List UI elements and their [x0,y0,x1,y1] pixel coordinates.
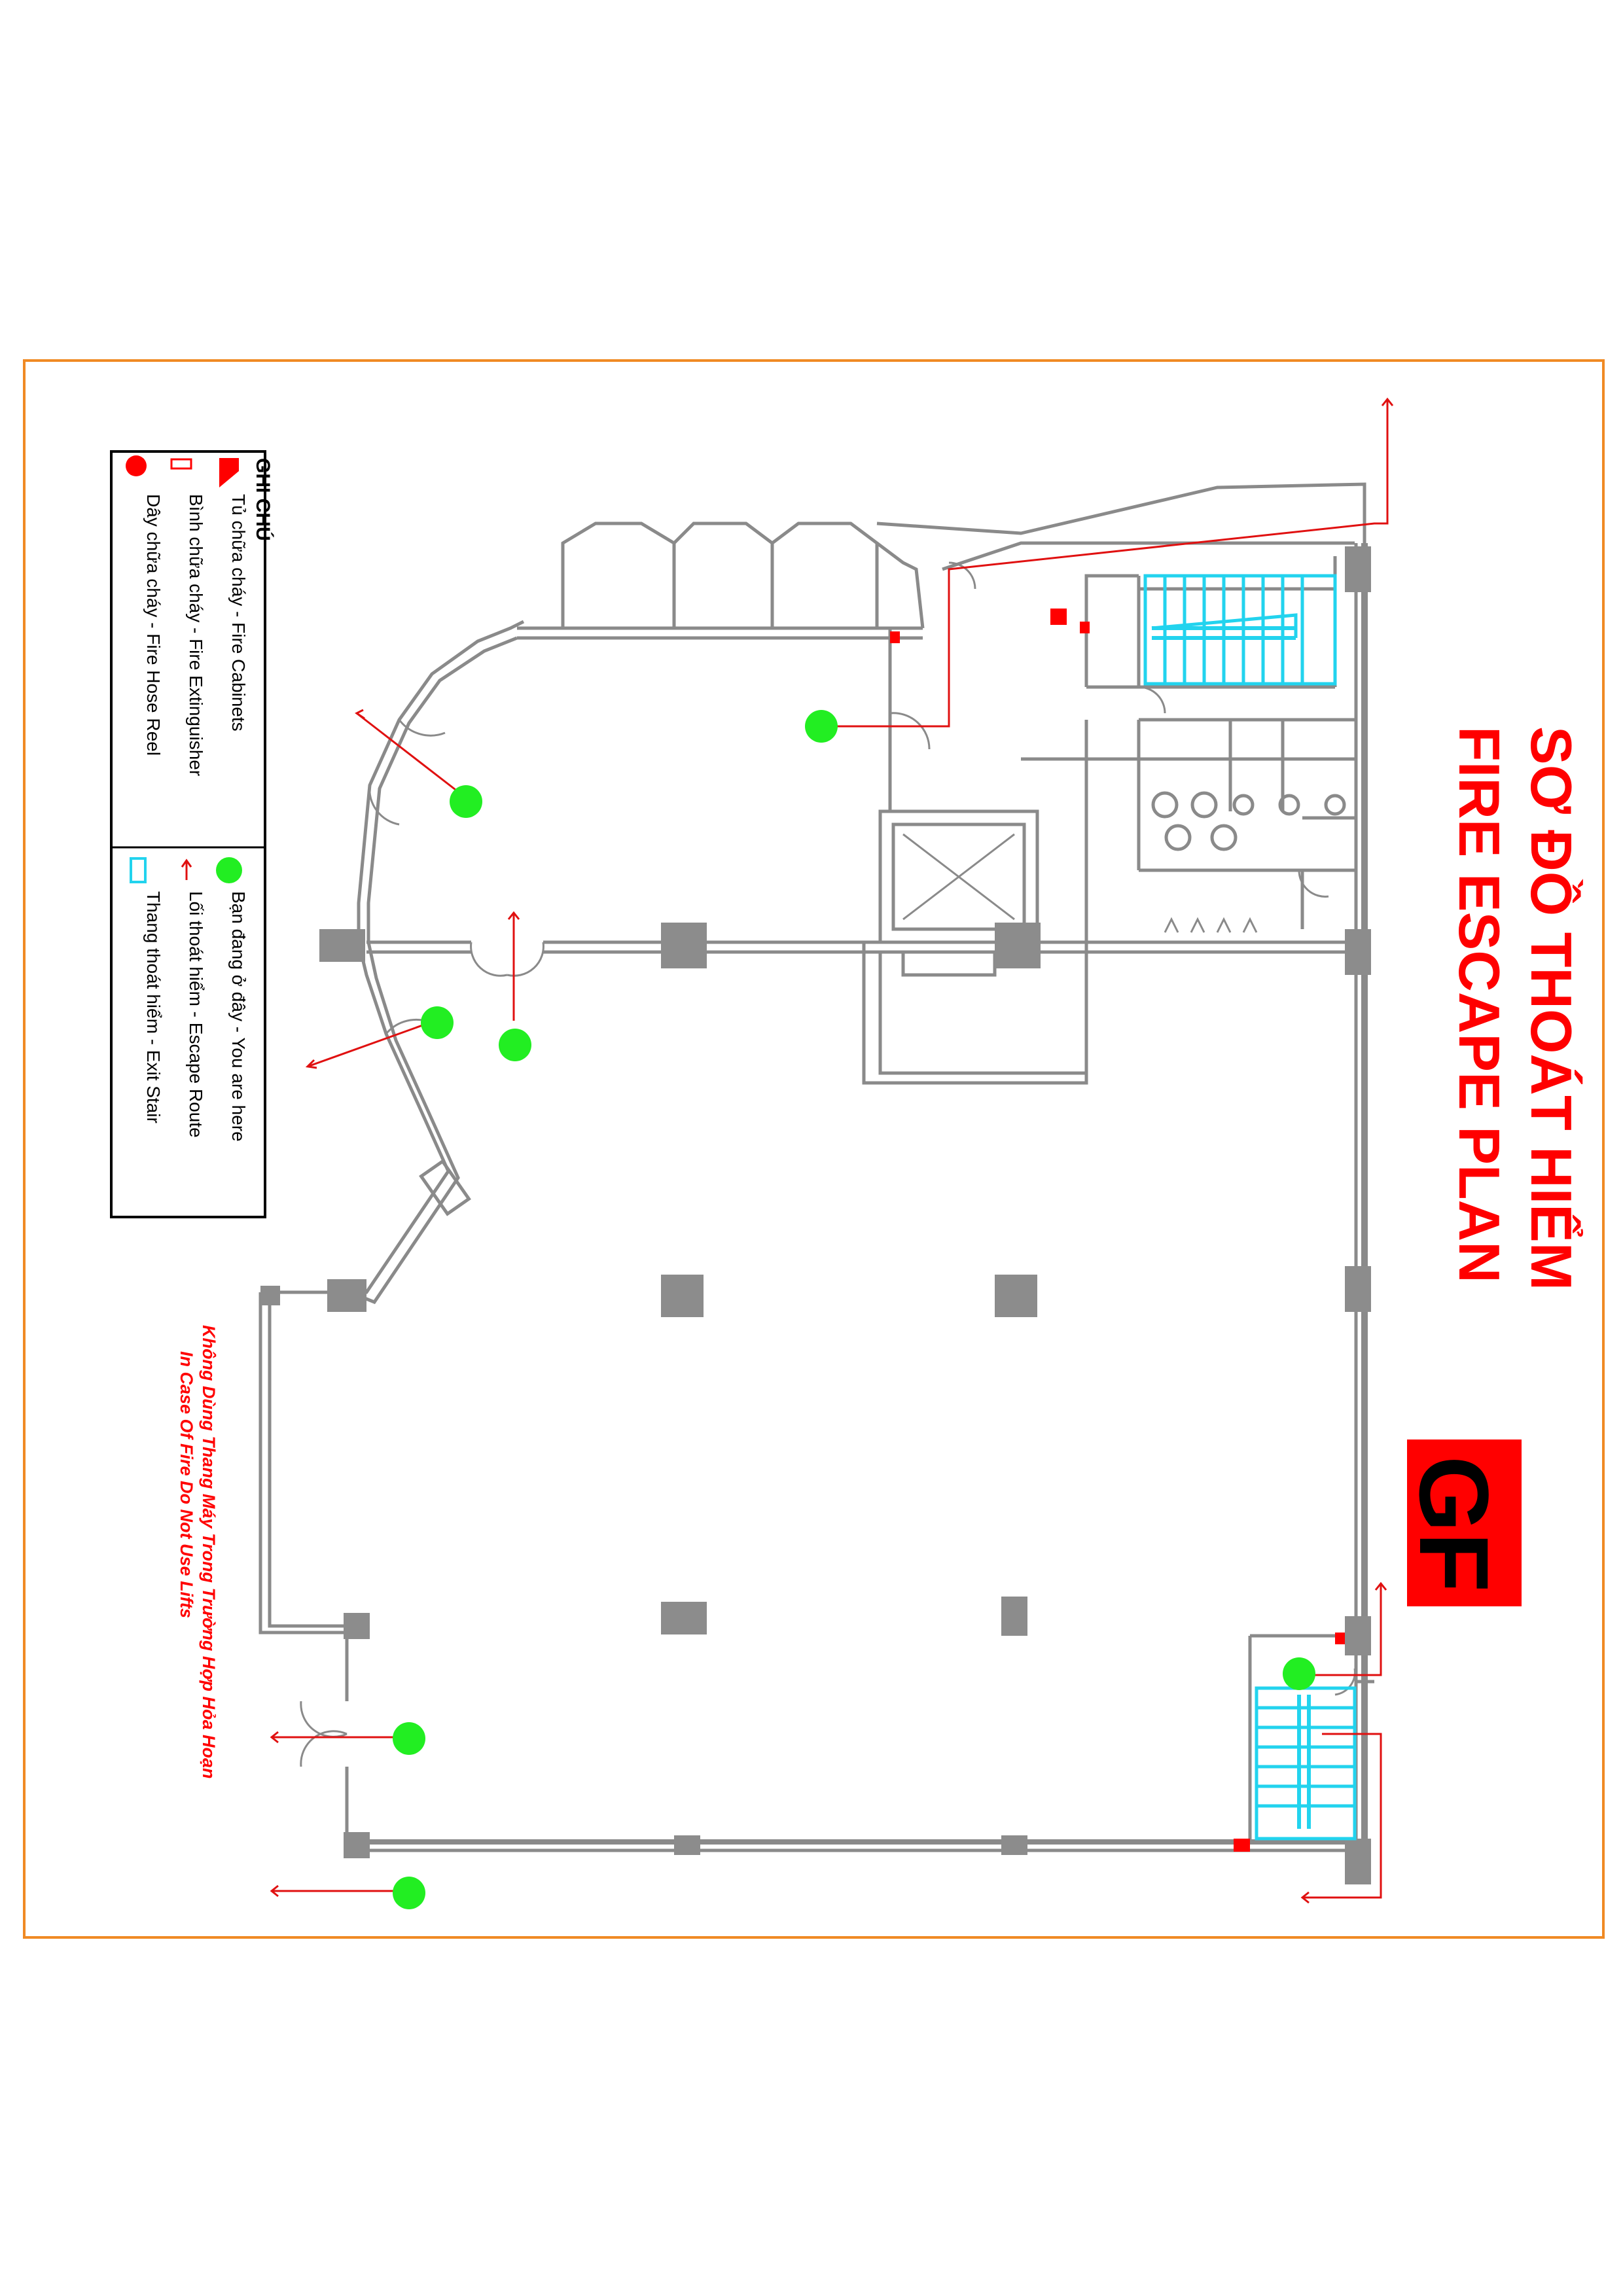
escape-route-arrow-icon [181,858,192,880]
fire-extinguisher-icon [170,458,192,470]
title-en: FIRE ESCAPE PLAN [1447,726,1512,1283]
warning-block: Không Dùng Thang Máy Trong Trường Hợp Hỏ… [177,1325,219,1778]
legend: GHI CHÚ Tủ chữa cháy - Fire Cabinets Bìn… [110,450,274,1218]
legend-item-fire-cabinets: Tủ chữa cháy - Fire Cabinets [228,494,249,732]
escape-routes [270,397,1394,1904]
legend-item-fire-hose-reel: Dây chữa cháy - Fire Hose Reel [143,494,164,756]
warning-en: In Case Of Fire Do Not Use Lifts [177,1351,196,1618]
you-are-here-markers [393,710,1315,1909]
title-vi: SƠ ĐỒ THOÁT HIỂM [1519,726,1584,1290]
fire-cabinet-icon [219,458,239,487]
you-are-here-icon [216,857,242,883]
legend-item-you-are-here: Bạn đang ở đây - You are here [228,891,249,1142]
exit-stair-bottom [1255,1686,1357,1841]
warning-vi: Không Dùng Thang Máy Trong Trường Hợp Hỏ… [199,1325,219,1778]
floor-plan [259,482,1374,1852]
legend-item-exit-stair: Thang thoát hiểm - Exit Stair [143,891,164,1123]
structural-columns [260,546,1371,1884]
legend-item-escape-route: Lối thoát hiểm - Escape Route [186,891,206,1138]
legend-item-fire-extinguisher: Bình chữa cháy - Fire Extinguisher [186,494,206,776]
exit-stair-icon [130,857,147,883]
fire-equipment-markers [890,609,1345,1852]
title-block: SƠ ĐỒ THOÁT HIỂM FIRE ESCAPE PLAN [1447,726,1584,1290]
floor-badge: GF [1399,1439,1522,1606]
floor-badge-text: GF [1399,1456,1509,1592]
fire-hose-reel-icon [126,455,147,476]
legend-heading: GHI CHÚ [252,458,274,541]
page-frame [23,359,1605,1939]
exit-stair-top [1143,574,1337,686]
